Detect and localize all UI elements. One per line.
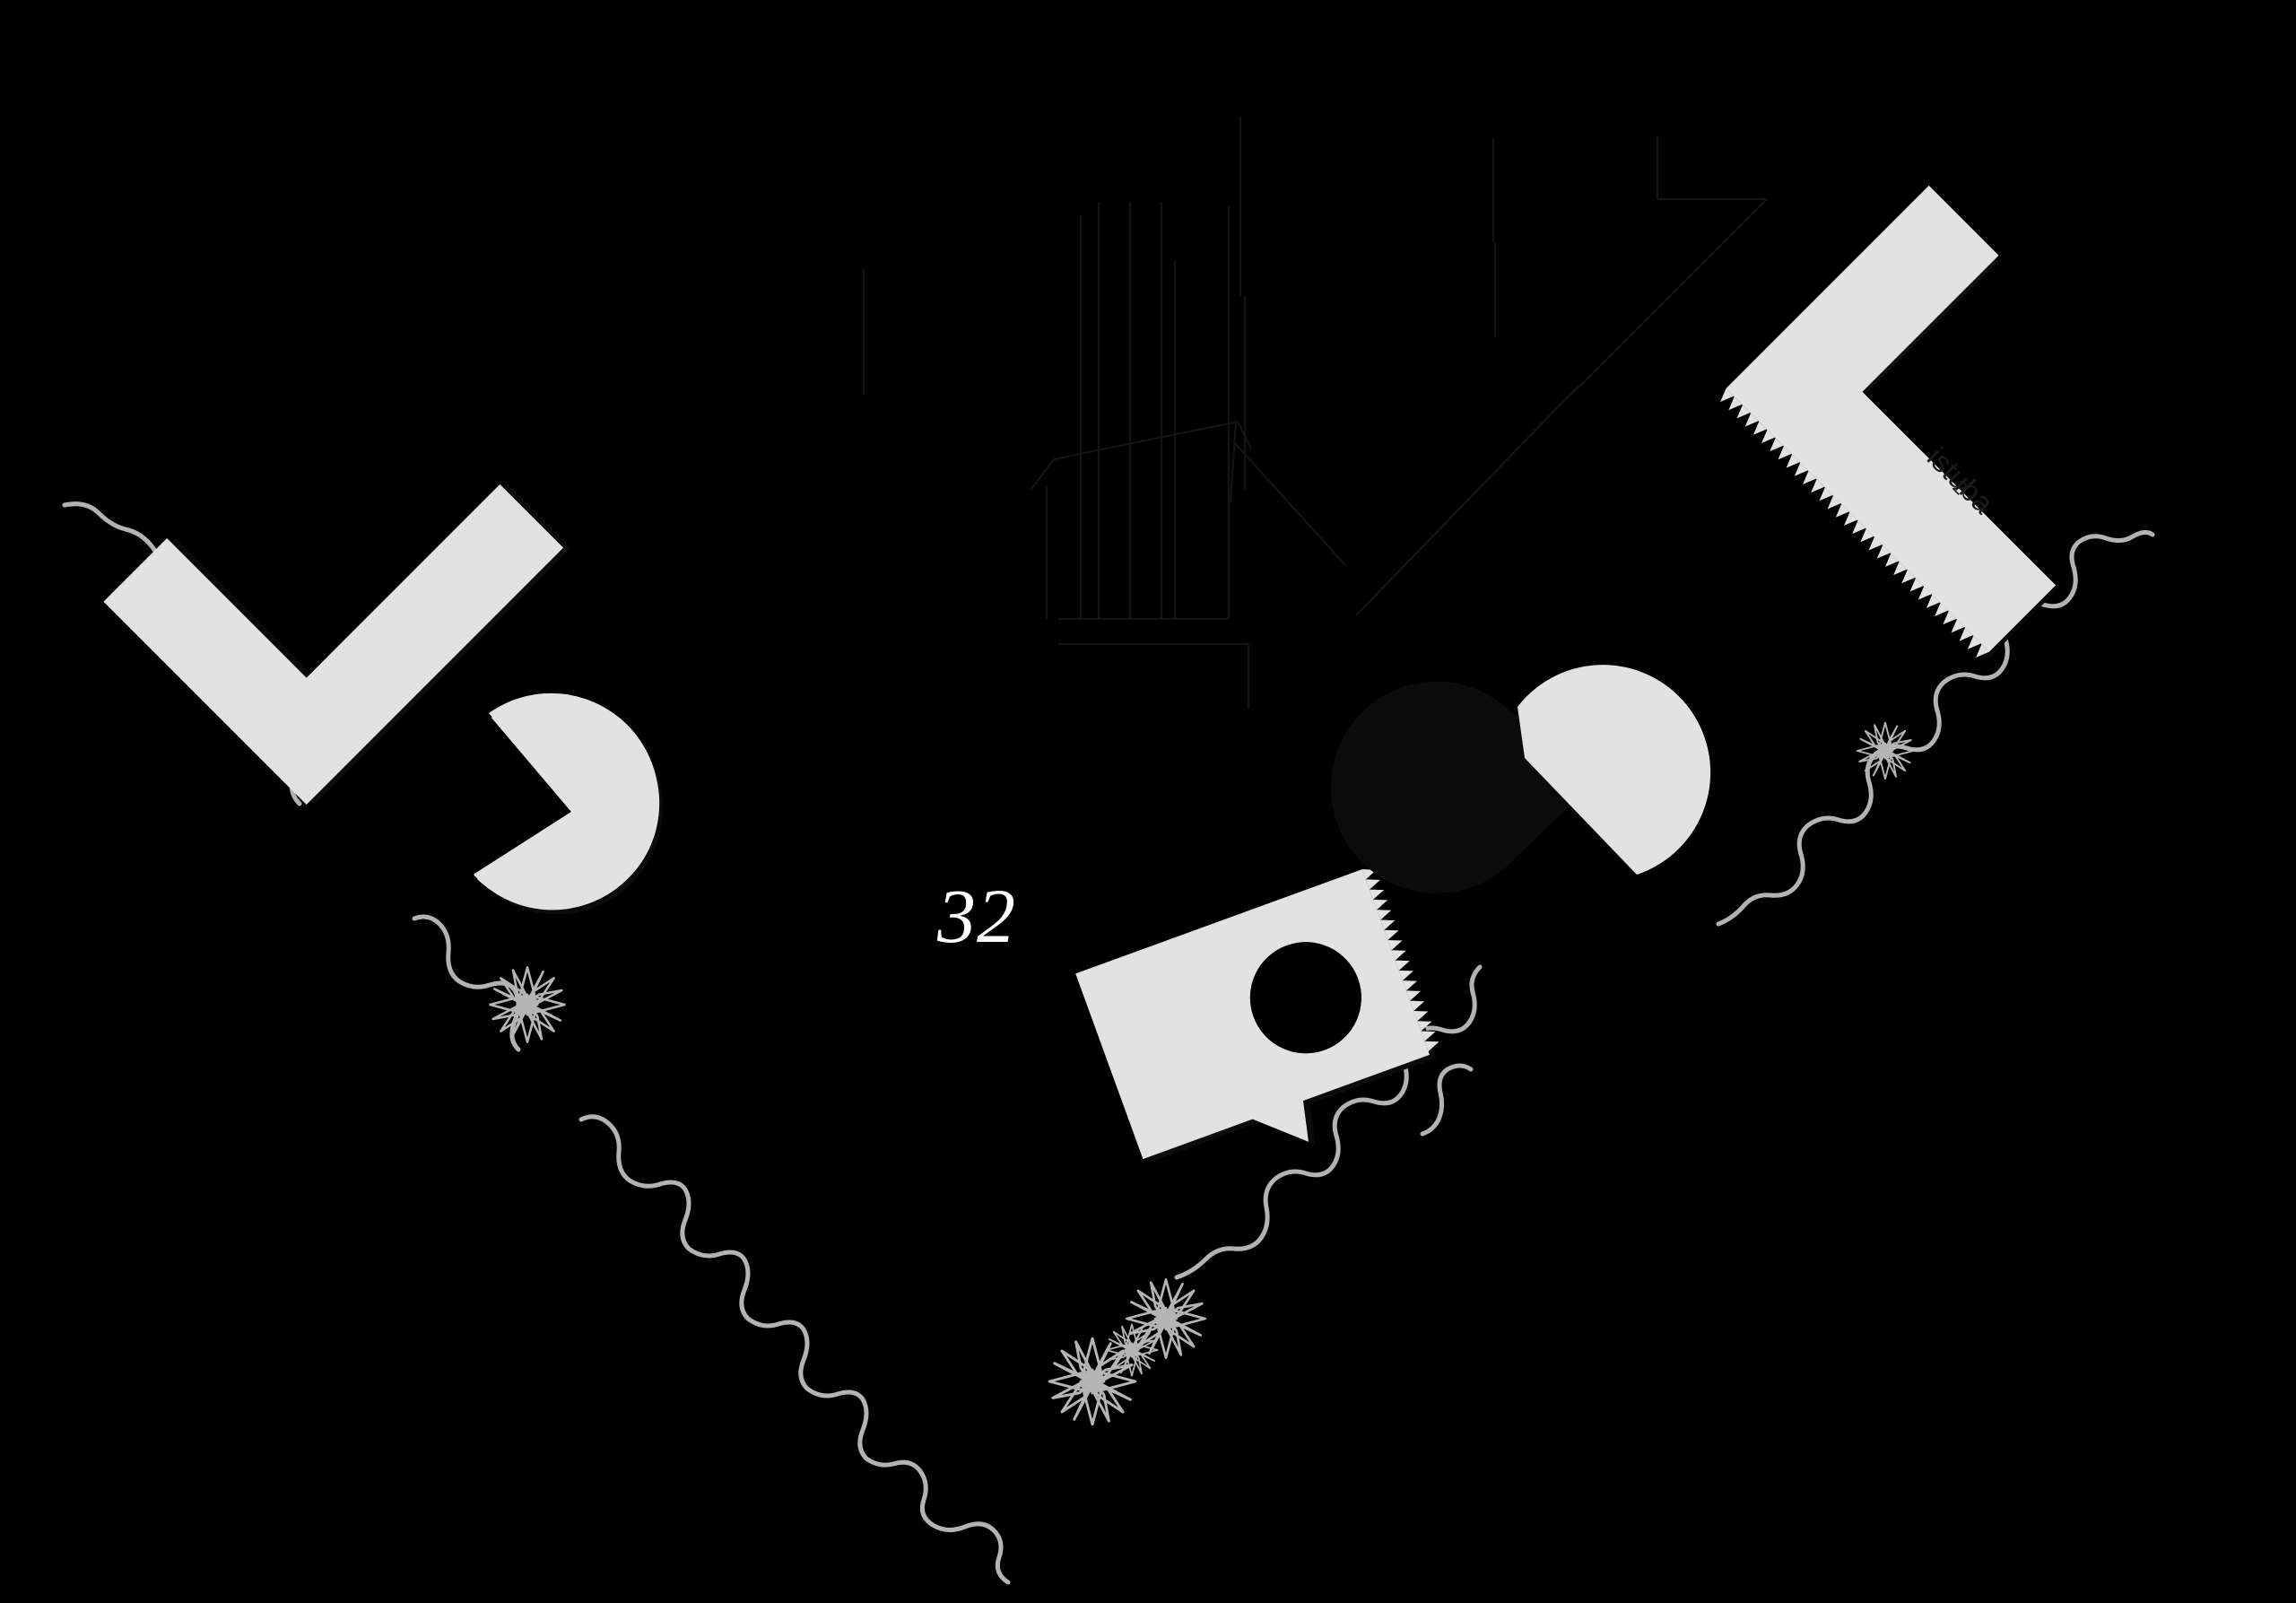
star-plant-symbol	[1856, 721, 1915, 780]
circular-building-east[interactable]	[1330, 665, 1711, 893]
faint-background-linework	[862, 117, 1768, 709]
star-plant-symbol	[1048, 1337, 1137, 1426]
l-shaped-building-west[interactable]	[103, 341, 571, 808]
wavy-line-valley-bottom	[864, 1456, 1011, 1585]
plot-number-label: 32	[937, 873, 1016, 959]
wavy-line-west-valley	[412, 914, 869, 1461]
circular-building-west-body	[477, 693, 659, 909]
wavy-line-northeast	[1716, 529, 2155, 927]
star-plant-symbol	[1125, 1277, 1207, 1360]
star-plant-symbol	[489, 966, 566, 1043]
rectangular-building-with-circular-court[interactable]	[1075, 864, 1457, 1202]
wavy-line-east-valley	[1174, 964, 1483, 1280]
l-shaped-building-east[interactable]	[1716, 185, 2196, 665]
